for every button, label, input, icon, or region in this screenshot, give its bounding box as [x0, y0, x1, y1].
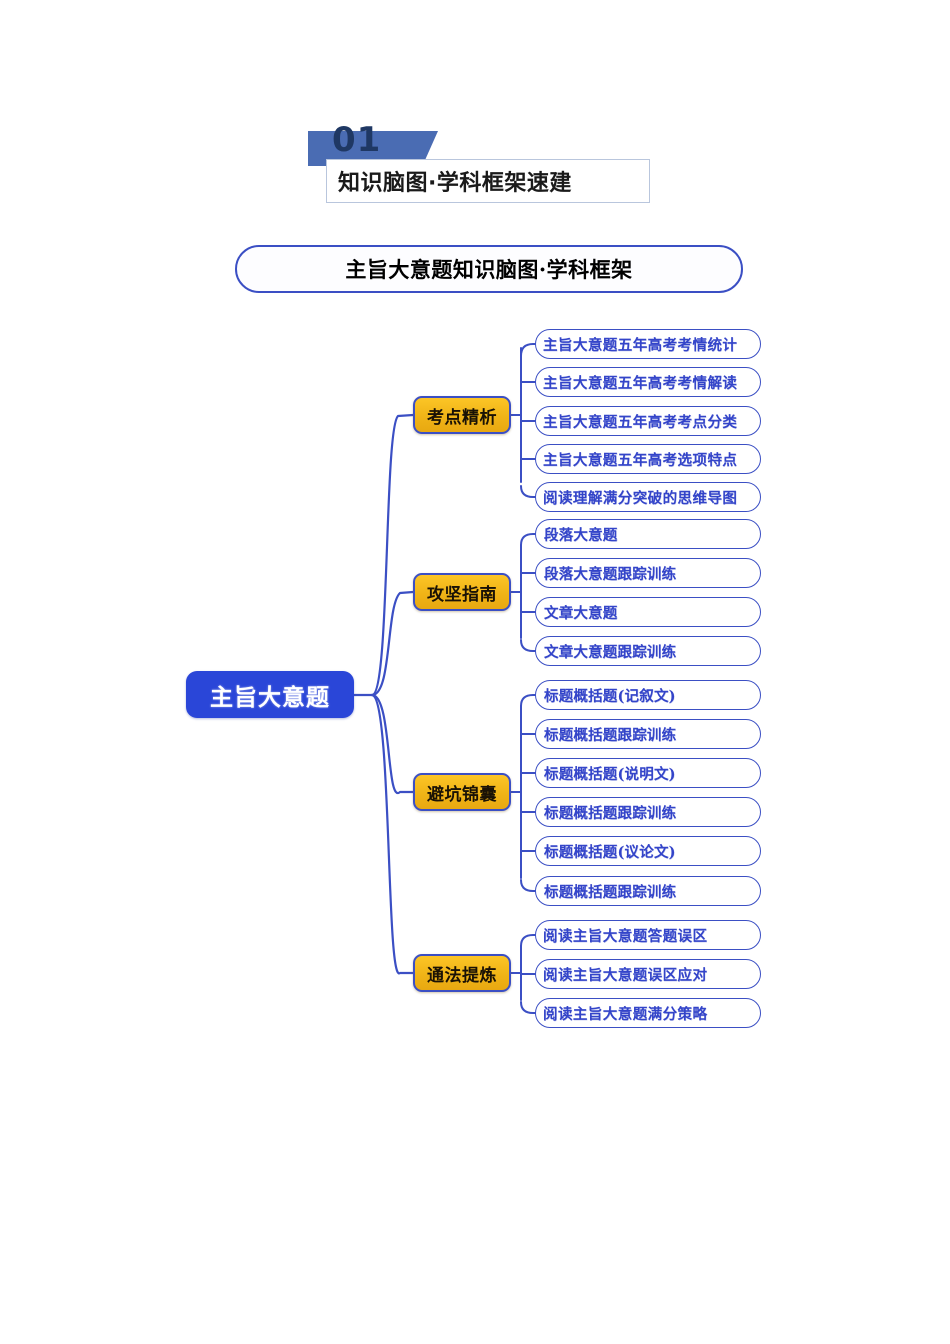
- branch-node-label: 攻坚指南: [427, 584, 497, 605]
- leaf-node[interactable]: 标题概括题(议论文): [535, 836, 761, 866]
- branch-node-label: 避坑锦囊: [427, 784, 497, 805]
- leaf-node[interactable]: 标题概括题(记叙文): [535, 680, 761, 710]
- branch-node-gongjianzhinan[interactable]: 攻坚指南: [413, 573, 511, 611]
- leaf-node-label: 主旨大意题五年高考考情解读: [543, 374, 738, 392]
- leaf-node[interactable]: 段落大意题跟踪训练: [535, 558, 761, 588]
- map-title-box: 主旨大意题知识脑图·学科框架: [235, 245, 743, 293]
- leaf-node[interactable]: 标题概括题跟踪训练: [535, 797, 761, 827]
- leaf-node-label: 段落大意题跟踪训练: [544, 565, 677, 583]
- section-header: 01 知识脑图·学科框架速建: [308, 123, 653, 205]
- connector-root-to-branch-1: [370, 590, 415, 697]
- connector-branch-2-leaf-5: [520, 879, 536, 892]
- branch-node-bikengjinnang[interactable]: 避坑锦囊: [413, 773, 511, 811]
- branch-node-tongfatilian[interactable]: 通法提炼: [413, 954, 511, 992]
- leaf-node[interactable]: 阅读理解满分突破的思维导图: [535, 482, 761, 512]
- branch-node-kaodianjingxi[interactable]: 考点精析: [413, 396, 511, 434]
- leaf-node[interactable]: 阅读主旨大意题满分策略: [535, 998, 761, 1028]
- leaf-node-label: 标题概括题(议论文): [544, 843, 676, 861]
- connector-branch-3-leaf-2: [520, 1001, 536, 1014]
- leaf-node-label: 段落大意题: [544, 526, 618, 544]
- connector-root-to-branch-3: [370, 693, 415, 975]
- connector-branch-0-leaf-4: [520, 485, 536, 498]
- leaf-node[interactable]: 文章大意题: [535, 597, 761, 627]
- leaf-node[interactable]: 段落大意题: [535, 519, 761, 549]
- leaf-node-label: 标题概括题(说明文): [544, 765, 676, 783]
- leaf-node[interactable]: 阅读主旨大意题误区应对: [535, 959, 761, 989]
- leaf-node[interactable]: 标题概括题跟踪训练: [535, 876, 761, 906]
- leaf-node-label: 主旨大意题五年高考考点分类: [543, 413, 738, 431]
- leaf-node-label: 文章大意题: [544, 604, 618, 622]
- leaf-node-label: 标题概括题跟踪训练: [544, 804, 677, 822]
- branch-node-label: 考点精析: [427, 407, 497, 428]
- leaf-node-label: 主旨大意题五年高考考情统计: [543, 336, 738, 354]
- section-title-text: 知识脑图·学科框架速建: [338, 171, 572, 196]
- connector-root-to-branch-0: [370, 413, 415, 697]
- connector-branch-0-leaf-0: [520, 343, 536, 357]
- leaf-node[interactable]: 阅读主旨大意题答题误区: [535, 920, 761, 950]
- leaf-node[interactable]: 标题概括题(说明文): [535, 758, 761, 788]
- root-node-label: 主旨大意题: [210, 683, 330, 711]
- connector-branch-3-leaf-0: [520, 934, 536, 947]
- leaf-node-label: 阅读主旨大意题误区应对: [543, 966, 708, 984]
- connector-branch-1-leaf-0: [520, 533, 536, 546]
- root-node[interactable]: 主旨大意题: [186, 671, 354, 718]
- connector-branch-2-leaf-0: [520, 694, 536, 707]
- leaf-node-label: 阅读理解满分突破的思维导图: [543, 489, 738, 507]
- leaf-node[interactable]: 主旨大意题五年高考考情解读: [535, 367, 761, 397]
- connector-branch-1-leaf-3: [520, 639, 536, 652]
- leaf-node[interactable]: 主旨大意题五年高考考情统计: [535, 329, 761, 359]
- leaf-node[interactable]: 文章大意题跟踪训练: [535, 636, 761, 666]
- leaf-node-label: 主旨大意题五年高考选项特点: [543, 451, 738, 469]
- leaf-node-label: 阅读主旨大意题满分策略: [543, 1005, 708, 1023]
- leaf-node[interactable]: 主旨大意题五年高考考点分类: [535, 406, 761, 436]
- leaf-node[interactable]: 主旨大意题五年高考选项特点: [535, 444, 761, 474]
- leaf-node-label: 标题概括题跟踪训练: [544, 883, 677, 901]
- leaf-node[interactable]: 标题概括题跟踪训练: [535, 719, 761, 749]
- leaf-node-label: 文章大意题跟踪训练: [544, 643, 677, 661]
- leaf-node-label: 标题概括题跟踪训练: [544, 726, 677, 744]
- branch-node-label: 通法提炼: [427, 965, 497, 986]
- connector-root-to-branch-2: [370, 693, 415, 795]
- section-title-box: 知识脑图·学科框架速建: [326, 159, 650, 203]
- leaf-node-label: 标题概括题(记叙文): [544, 687, 676, 705]
- map-title-text: 主旨大意题知识脑图·学科框架: [345, 257, 633, 282]
- section-number: 01: [332, 120, 382, 160]
- leaf-node-label: 阅读主旨大意题答题误区: [543, 927, 708, 945]
